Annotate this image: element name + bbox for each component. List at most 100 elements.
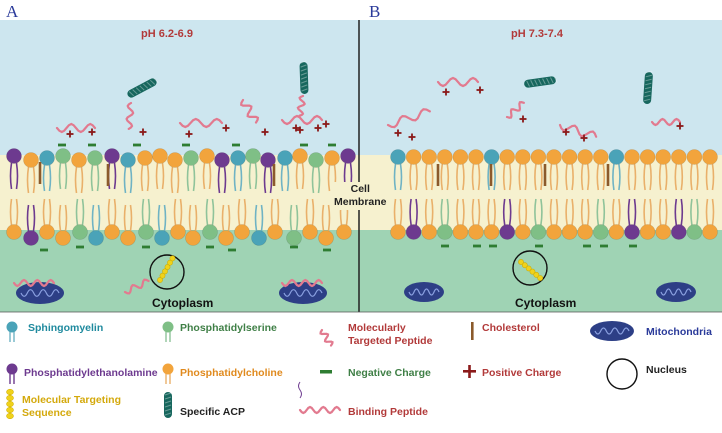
- phosphatidylcholine-lipid: [592, 149, 609, 191]
- negative-charge-mark: [489, 244, 497, 248]
- phosphatidylcholine-lipid: [639, 198, 656, 240]
- sphingomyelin-lipid: [39, 150, 55, 192]
- binding-peptide: [650, 117, 682, 127]
- negative-charge-mark: [228, 248, 236, 252]
- legend-specific-acp-label: Specific ACP: [180, 406, 245, 418]
- phosphatidylcholine-lipid: [39, 198, 55, 240]
- phosphatidylcholine-lipid: [436, 149, 453, 191]
- phosphatidylethanolamine-lipid: [23, 204, 39, 246]
- negative-charge-mark: [328, 143, 336, 147]
- negative-charge-mark: [133, 143, 141, 147]
- positive-charge-mark: [580, 134, 588, 142]
- negative-charge-mark: [323, 248, 331, 252]
- panel-b-letter: B: [369, 2, 381, 21]
- sphingomyelin-lipid: [251, 204, 267, 246]
- positive-charge-mark: [314, 124, 322, 132]
- phosphatidylcholine-lipid: [170, 198, 186, 240]
- mitochondrion: [656, 282, 696, 302]
- legend-phosphatidylethanolamine-label: Phosphatidylethanolamine: [24, 367, 158, 379]
- phosphatidylcholine-lipid: [405, 149, 422, 191]
- mitochondrion: [279, 282, 327, 304]
- phosphatidylcholine-lipid: [702, 149, 718, 191]
- phosphatidylcholine-lipid: [483, 198, 500, 240]
- cholesterol-mark: [606, 164, 610, 186]
- cholesterol-mark: [436, 164, 440, 186]
- negative-charge-mark: [300, 143, 308, 147]
- phosphatidylserine-lipid: [183, 150, 199, 192]
- phosphatidylserine-lipid: [55, 148, 71, 190]
- molecularly-targeted-peptide: [178, 117, 224, 129]
- phosphatidylcholine-lipid: [655, 149, 672, 191]
- negative-charge-mark: [76, 245, 84, 249]
- sphingomyelin-lipid: [154, 204, 170, 246]
- phosphatidylcholine-lipid: [561, 149, 578, 191]
- phosphatidylethanolamine-lipid: [499, 198, 516, 240]
- positive-charge-mark: [442, 88, 450, 96]
- negative-charge-mark: [473, 244, 481, 248]
- phosphatidylserine-lipid: [87, 150, 103, 192]
- positive-charge-mark: [185, 130, 193, 138]
- binding-peptide-wave: [298, 405, 342, 415]
- legend-nucleus-label: Nucleus: [646, 364, 687, 376]
- positive-charge-mark: [394, 129, 402, 137]
- binding-peptide: [296, 94, 306, 117]
- sphingomyelin-lipid: [88, 204, 104, 246]
- phosphatidylcholine-lipid: [561, 198, 578, 240]
- phosphatidylcholine-lipid: [292, 148, 308, 190]
- phosphatidylcholine-lipid: [655, 198, 672, 240]
- positive-charge-mark: [476, 86, 484, 94]
- phosphatidylcholine-lipid: [624, 149, 640, 191]
- phosphatidylcholine-lipid: [324, 150, 340, 192]
- phosphatidylethanolamine-lipid: [405, 198, 422, 240]
- legend-phosphatidylcholine-label: Phosphatidylcholine: [180, 367, 283, 379]
- sphingomyelin-lipid: [390, 149, 406, 191]
- molecularly-targeted-peptide: [55, 122, 97, 134]
- molecularly-targeted-peptide: [558, 123, 598, 138]
- sphingomyelin-lipid: [230, 150, 246, 192]
- phosphatidylethanolamine-icon: [6, 363, 18, 384]
- phosphatidylcholine-lipid: [546, 198, 562, 240]
- sphingomyelin-icon: [6, 321, 18, 342]
- negative-charge-mark: [142, 245, 150, 249]
- phosphatidylserine-lipid: [686, 198, 703, 240]
- legend-sphingomyelin-label: Sphingomyelin: [28, 322, 104, 334]
- molecularly-targeted-peptide: [386, 108, 431, 129]
- phosphatidylcholine-lipid: [702, 198, 718, 240]
- phosphatidylcholine-lipid: [234, 198, 250, 240]
- phosphatidylcholine-lipid: [577, 198, 594, 240]
- cytoplasm-label-a: Cytoplasm: [152, 296, 214, 310]
- molecularly-targeted-peptide: [280, 114, 324, 126]
- negative-charge-icon: [320, 370, 332, 374]
- phosphatidylserine-lipid: [245, 148, 261, 190]
- negative-charge-mark: [58, 143, 66, 147]
- molecularly-targeted-peptide: [280, 278, 324, 288]
- phosphatidylcholine-lipid: [218, 204, 234, 246]
- cholesterol-mark: [38, 162, 42, 184]
- negative-charge-mark: [182, 143, 190, 147]
- cell-membrane-label-line2: Membrane: [334, 196, 387, 208]
- nucleus: [512, 250, 548, 286]
- phosphatidylethanolamine-lipid: [104, 148, 120, 190]
- positive-charge-mark: [139, 128, 147, 136]
- positive-charge-mark: [222, 124, 230, 132]
- positive-charge-mark: [66, 130, 74, 138]
- legend-molecularly-targeted-peptide-line1: Molecularly: [348, 322, 406, 334]
- negative-charge-mark: [600, 244, 608, 248]
- phosphatidylcholine-lipid: [6, 198, 22, 240]
- sphingomyelin-lipid: [483, 149, 500, 191]
- phosphatidylethanolamine-lipid: [6, 148, 22, 190]
- extracellular-region: [0, 20, 722, 155]
- molecular-targeting-sequence: [157, 255, 176, 283]
- phosphatidylcholine-lipid: [199, 148, 215, 190]
- phosphatidylcholine-lipid: [530, 149, 547, 191]
- positive-charge-icon: [463, 365, 476, 378]
- phosphatidylserine-icon: [162, 321, 174, 342]
- phosphatidylcholine-lipid: [185, 204, 201, 246]
- phosphatidylcholine-lipid: [546, 149, 562, 191]
- positive-charge-mark: [296, 126, 304, 134]
- binding-peptide: [125, 101, 135, 131]
- phosphatidylethanolamine-lipid: [214, 152, 230, 194]
- cell-membrane-label: Cell Membrane: [332, 182, 389, 210]
- phosphatidylcholine-lipid: [514, 149, 531, 191]
- negative-charge-mark: [232, 143, 240, 147]
